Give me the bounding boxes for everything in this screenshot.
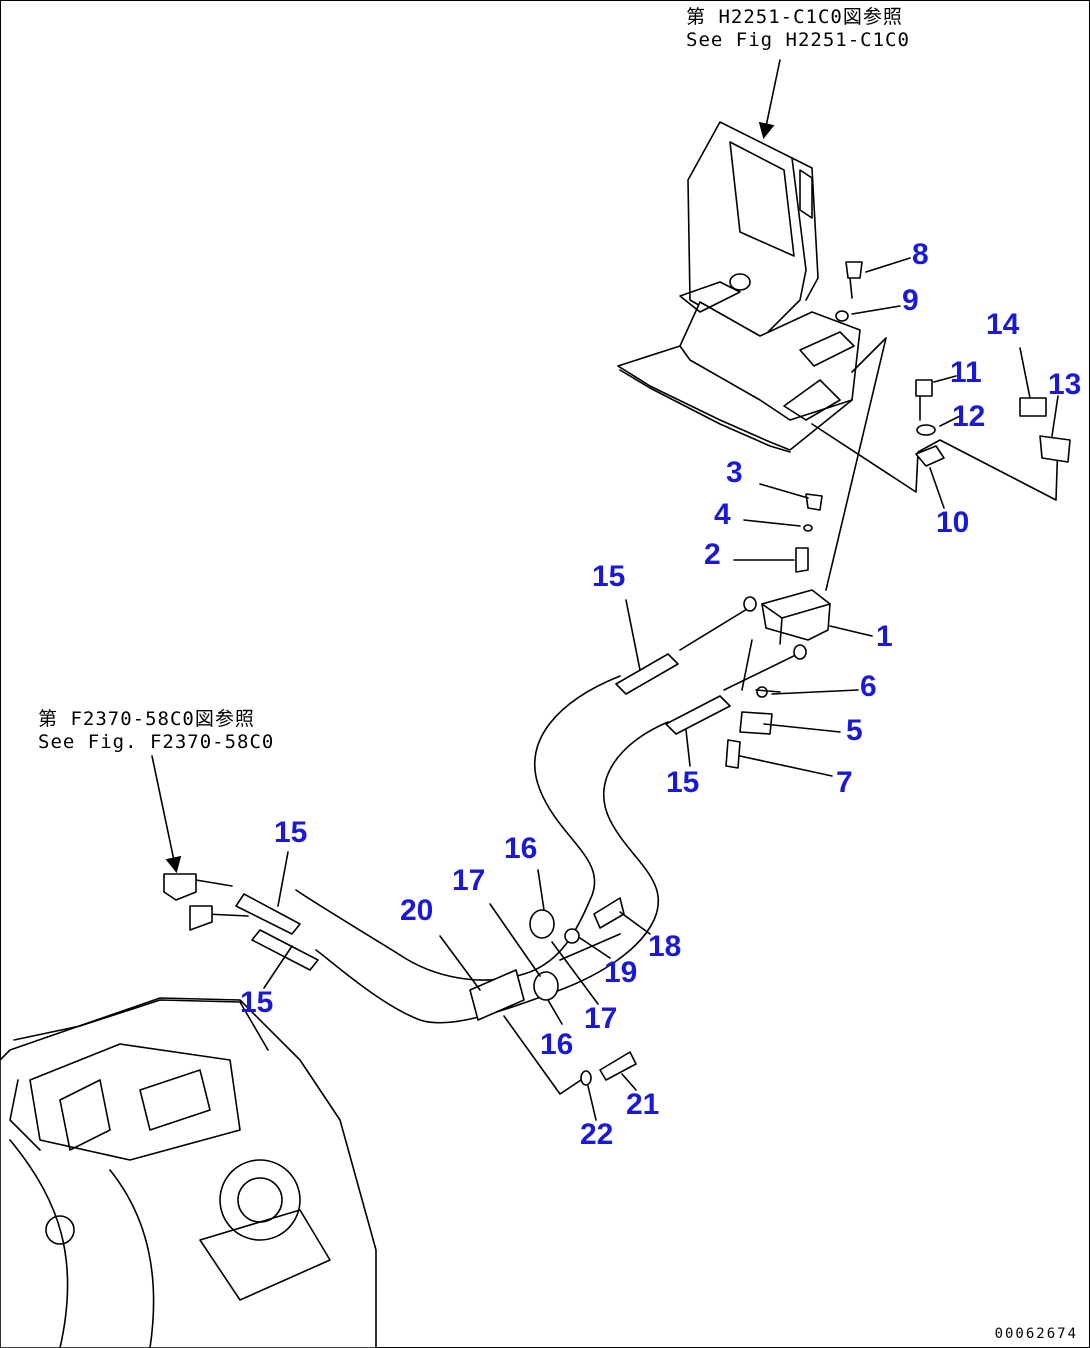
callout-20: 20 — [400, 894, 433, 927]
left-reference-en: See Fig. F2370-58C0 — [38, 731, 275, 753]
callout-16-b: 16 — [540, 1028, 573, 1061]
left-reference-jp: 第 F2370-58C0図参照 — [38, 708, 255, 730]
leader-lines — [263, 257, 1059, 1121]
top-reference-jp: 第 H2251-C1C0図参照 — [686, 6, 903, 28]
callout-15-a: 15 — [592, 560, 625, 593]
callout-17-b: 17 — [584, 1002, 617, 1035]
callout-18: 18 — [648, 930, 681, 963]
top-reference-en: See Fig H2251-C1C0 — [686, 29, 910, 51]
valve-block — [743, 589, 831, 660]
callout-13: 13 — [1048, 368, 1081, 401]
callout-5: 5 — [846, 714, 863, 747]
callout-3: 3 — [726, 456, 743, 489]
callout-19: 19 — [604, 956, 637, 989]
callout-15-c: 15 — [274, 816, 307, 849]
callout-6: 6 — [860, 670, 877, 703]
callout-16-a: 16 — [504, 832, 537, 865]
callout-15-d: 15 — [240, 986, 273, 1019]
callout-14: 14 — [986, 308, 1020, 341]
callout-7: 7 — [836, 766, 853, 799]
callout-4: 4 — [714, 498, 731, 531]
callout-22: 22 — [580, 1118, 613, 1151]
callout-17-a: 17 — [452, 864, 485, 897]
callout-10: 10 — [936, 506, 969, 539]
callout-11: 11 — [950, 356, 982, 389]
callout-8: 8 — [912, 238, 929, 271]
callout-9: 9 — [902, 284, 919, 317]
callout-2: 2 — [704, 538, 721, 571]
callout-labels: 1 2 3 4 5 6 7 8 9 10 11 12 13 14 15 15 1… — [240, 238, 1081, 1151]
callout-21: 21 — [626, 1088, 659, 1121]
connectors — [163, 653, 731, 971]
drawing-code: 00062674 — [994, 1326, 1078, 1342]
mounting-bracket — [617, 121, 861, 453]
top-reference-arrow — [758, 59, 781, 140]
callout-12: 12 — [952, 400, 985, 433]
transmission-housing — [0, 997, 377, 1348]
clamps — [469, 897, 637, 1086]
left-reference-arrow — [151, 755, 182, 874]
callout-1: 1 — [876, 620, 893, 653]
callout-15-b: 15 — [666, 766, 699, 799]
small-parts — [725, 261, 1071, 769]
